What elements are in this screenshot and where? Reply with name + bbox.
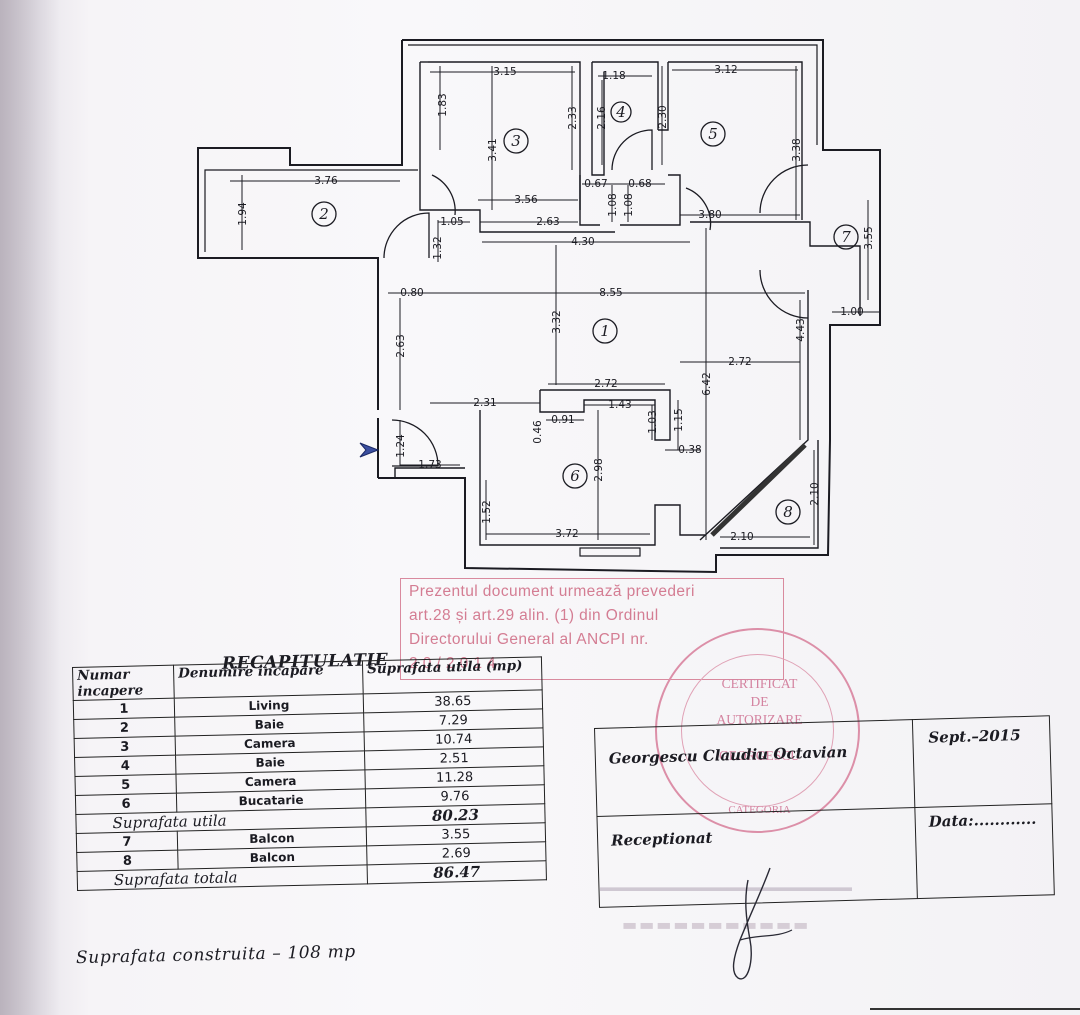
room-number-8: 8 xyxy=(783,503,793,521)
dimension-label: 2.98 xyxy=(593,458,605,481)
row-number: 2 xyxy=(73,717,176,739)
seal-line-1: CERTIFICAT xyxy=(721,676,798,691)
dimension-label: 1.52 xyxy=(481,500,493,523)
dimension-label: 2.72 xyxy=(594,378,617,390)
dimension-label: 1.00 xyxy=(840,306,863,318)
row-number: 6 xyxy=(75,793,177,815)
dimension-label: 0.67 xyxy=(584,178,607,190)
row-number: 5 xyxy=(74,774,177,796)
legal-stamp: Prezentul document urmează prevederi art… xyxy=(400,578,784,680)
stamp-line-3: Directorului General al ANCPI nr. xyxy=(409,631,649,648)
row-number: 8 xyxy=(76,850,179,872)
dimension-label: 0.38 xyxy=(678,444,701,456)
seal-inner-ring xyxy=(681,654,834,807)
dimension-label: 0.80 xyxy=(400,287,423,299)
dimension-label: 1.73 xyxy=(418,459,441,471)
stamp-line-1: Prezentul document urmează prevederi xyxy=(409,583,695,600)
dimension-label: 3.55 xyxy=(863,226,875,249)
row-number: 7 xyxy=(76,831,178,853)
certification-seal: CERTIFICAT DE AUTORIZARE GEORGESCU CATEG… xyxy=(655,628,860,833)
seal-line-3: AUTORIZARE xyxy=(716,712,803,727)
dimension-label: 2.30 xyxy=(657,105,669,128)
dimension-label: 0.46 xyxy=(532,420,544,444)
dimension-label: 1.08 xyxy=(607,193,619,216)
total-area-value: 86.47 xyxy=(367,860,547,884)
recap-table: Numar incapere Denumire incapare Suprafa… xyxy=(72,656,547,891)
dimension-label: 0.91 xyxy=(551,414,574,426)
dimension-label: 1.05 xyxy=(440,216,463,228)
data-label: Data:............ xyxy=(928,809,1037,831)
dimension-label: 3.38 xyxy=(791,138,803,161)
room-number-3: 3 xyxy=(511,132,521,150)
dimension-label: 1.94 xyxy=(237,202,249,226)
room-number-5: 5 xyxy=(708,125,718,143)
stamp-line-2: art.28 și art.29 alin. (1) din Ordinul xyxy=(409,607,659,624)
row-number: 1 xyxy=(73,698,175,720)
dimension-label: 4.43 xyxy=(795,318,807,341)
dimension-label: 2.63 xyxy=(536,216,559,228)
room-number-6: 6 xyxy=(570,467,580,485)
author-date: Sept.–2015 xyxy=(928,726,1021,747)
dimension-label: 3.12 xyxy=(714,64,737,76)
room-number-4: 4 xyxy=(615,103,626,121)
col-header-area: Suprafata utila (mp) xyxy=(362,656,543,694)
dimension-label: 3.56 xyxy=(514,194,538,206)
row-number: 4 xyxy=(74,755,176,777)
received-label: Receptionat xyxy=(610,828,713,850)
room-number-2: 2 xyxy=(318,205,329,223)
faint-stamp-name: ▬▬▬▬▬▬▬▬▬▬▬ xyxy=(622,915,811,934)
seal-line-5: GEORGESCU xyxy=(718,748,800,763)
dimension-label: 2.72 xyxy=(728,356,751,368)
row-number: 3 xyxy=(74,736,176,758)
dimension-label: 8.55 xyxy=(599,287,622,299)
dimension-label: 1.15 xyxy=(673,408,685,431)
dimension-label: 2.10 xyxy=(730,531,753,543)
seal-line-2: DE xyxy=(750,694,769,709)
dimension-label: 1.32 xyxy=(432,236,444,259)
dimension-label: 3.80 xyxy=(698,209,721,221)
col-header-name: Denumire incapare xyxy=(173,660,364,699)
dimension-label: 4.30 xyxy=(571,236,594,248)
dimension-label: 2.63 xyxy=(395,334,407,357)
dimension-label: 3.41 xyxy=(487,138,499,161)
stamp-line-4: 2 0 / 2 0 1 4 xyxy=(409,655,497,672)
dimension-label: 3.72 xyxy=(555,528,578,540)
page-shadow xyxy=(0,0,60,1015)
dimension-label: 1.24 xyxy=(395,434,407,458)
dimension-label: 3.32 xyxy=(551,310,563,333)
room-number-7: 7 xyxy=(841,228,851,246)
room-number-1: 1 xyxy=(600,322,610,340)
dimension-label: 6.42 xyxy=(701,372,713,395)
dimension-label: 1.18 xyxy=(602,70,625,82)
handwritten-signature xyxy=(732,867,793,980)
col-header-number: Numar incapere xyxy=(72,665,175,701)
dimension-label: 0.68 xyxy=(628,178,651,190)
faint-stamp-text: ▬▬▬▬▬▬▬▬▬▬▬▬▬▬▬▬▬▬▬▬▬ xyxy=(600,880,852,894)
dimension-label: 2.33 xyxy=(567,106,579,129)
dimension-label: 2.31 xyxy=(473,397,496,409)
dimension-label: 3.76 xyxy=(314,175,338,187)
dimension-label: 3.15 xyxy=(493,66,516,78)
dimension-label: 2.10 xyxy=(809,482,821,505)
dimension-label: 1.08 xyxy=(623,193,635,216)
bottom-rule xyxy=(870,1008,1080,1010)
dimension-label: 1.83 xyxy=(437,93,449,116)
seal-line-7: CATEGORIA xyxy=(728,804,791,816)
dimension-label: 1.03 xyxy=(647,410,659,433)
dimension-label: 2.16 xyxy=(596,106,608,130)
dimension-label: 1.43 xyxy=(608,399,631,411)
